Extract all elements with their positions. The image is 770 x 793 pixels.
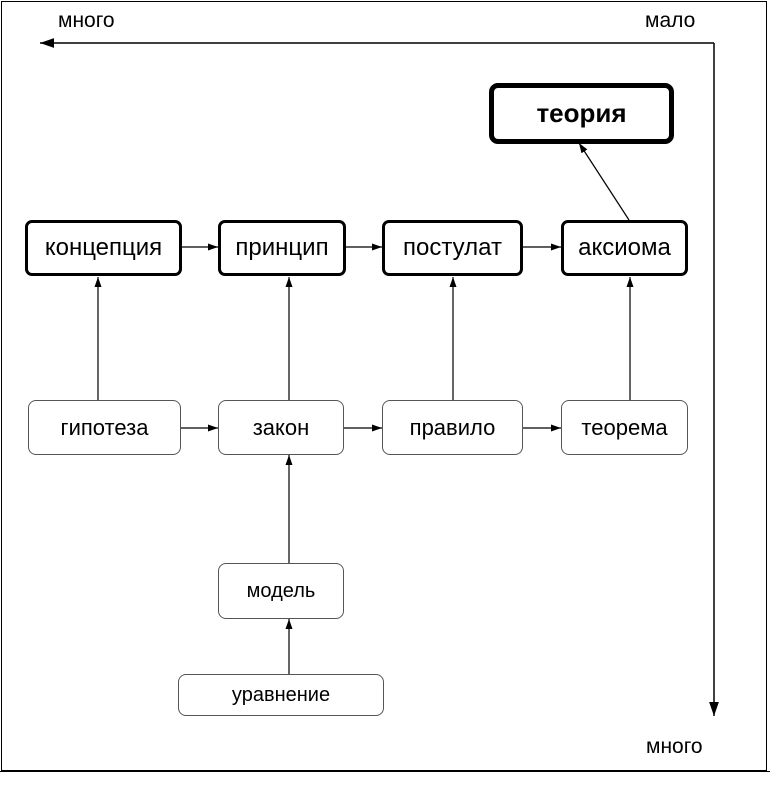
node-uravnenie-label: уравнение (231, 683, 331, 706)
node-aksioma: аксиома (561, 220, 688, 276)
diagram-frame (1, 1, 767, 771)
node-printsip-label: принцип (235, 234, 329, 261)
node-uravnenie: уравнение (178, 674, 384, 716)
axis-label-top-left: много (58, 9, 115, 32)
axis-label-bottom-right: много (646, 735, 703, 758)
node-postulat-label: постулат (403, 234, 502, 261)
node-kontseptsiya: концепция (25, 220, 182, 276)
node-zakon: закон (218, 400, 344, 455)
node-gipoteza: гипотеза (28, 400, 181, 455)
node-teorema-label: теорема (581, 414, 668, 440)
axis-label-top-right: мало (645, 9, 696, 32)
node-postulat: постулат (382, 220, 523, 276)
node-model-label: модель (246, 579, 316, 602)
node-printsip: принцип (218, 220, 346, 276)
node-model: модель (218, 563, 344, 619)
node-teoriya: теория (489, 83, 674, 144)
node-pravilo: правило (382, 400, 523, 455)
node-gipoteza-label: гипотеза (60, 414, 149, 440)
node-aksioma-label: аксиома (578, 234, 671, 261)
node-teorema: теорема (561, 400, 688, 455)
node-kontseptsiya-label: концепция (44, 234, 163, 261)
node-teoriya-label: теория (536, 98, 627, 128)
arrow-aksioma-teoriya (578, 142, 630, 221)
bottom-divider (0, 771, 770, 772)
node-zakon-label: закон (252, 414, 310, 440)
node-pravilo-label: правило (409, 414, 496, 440)
